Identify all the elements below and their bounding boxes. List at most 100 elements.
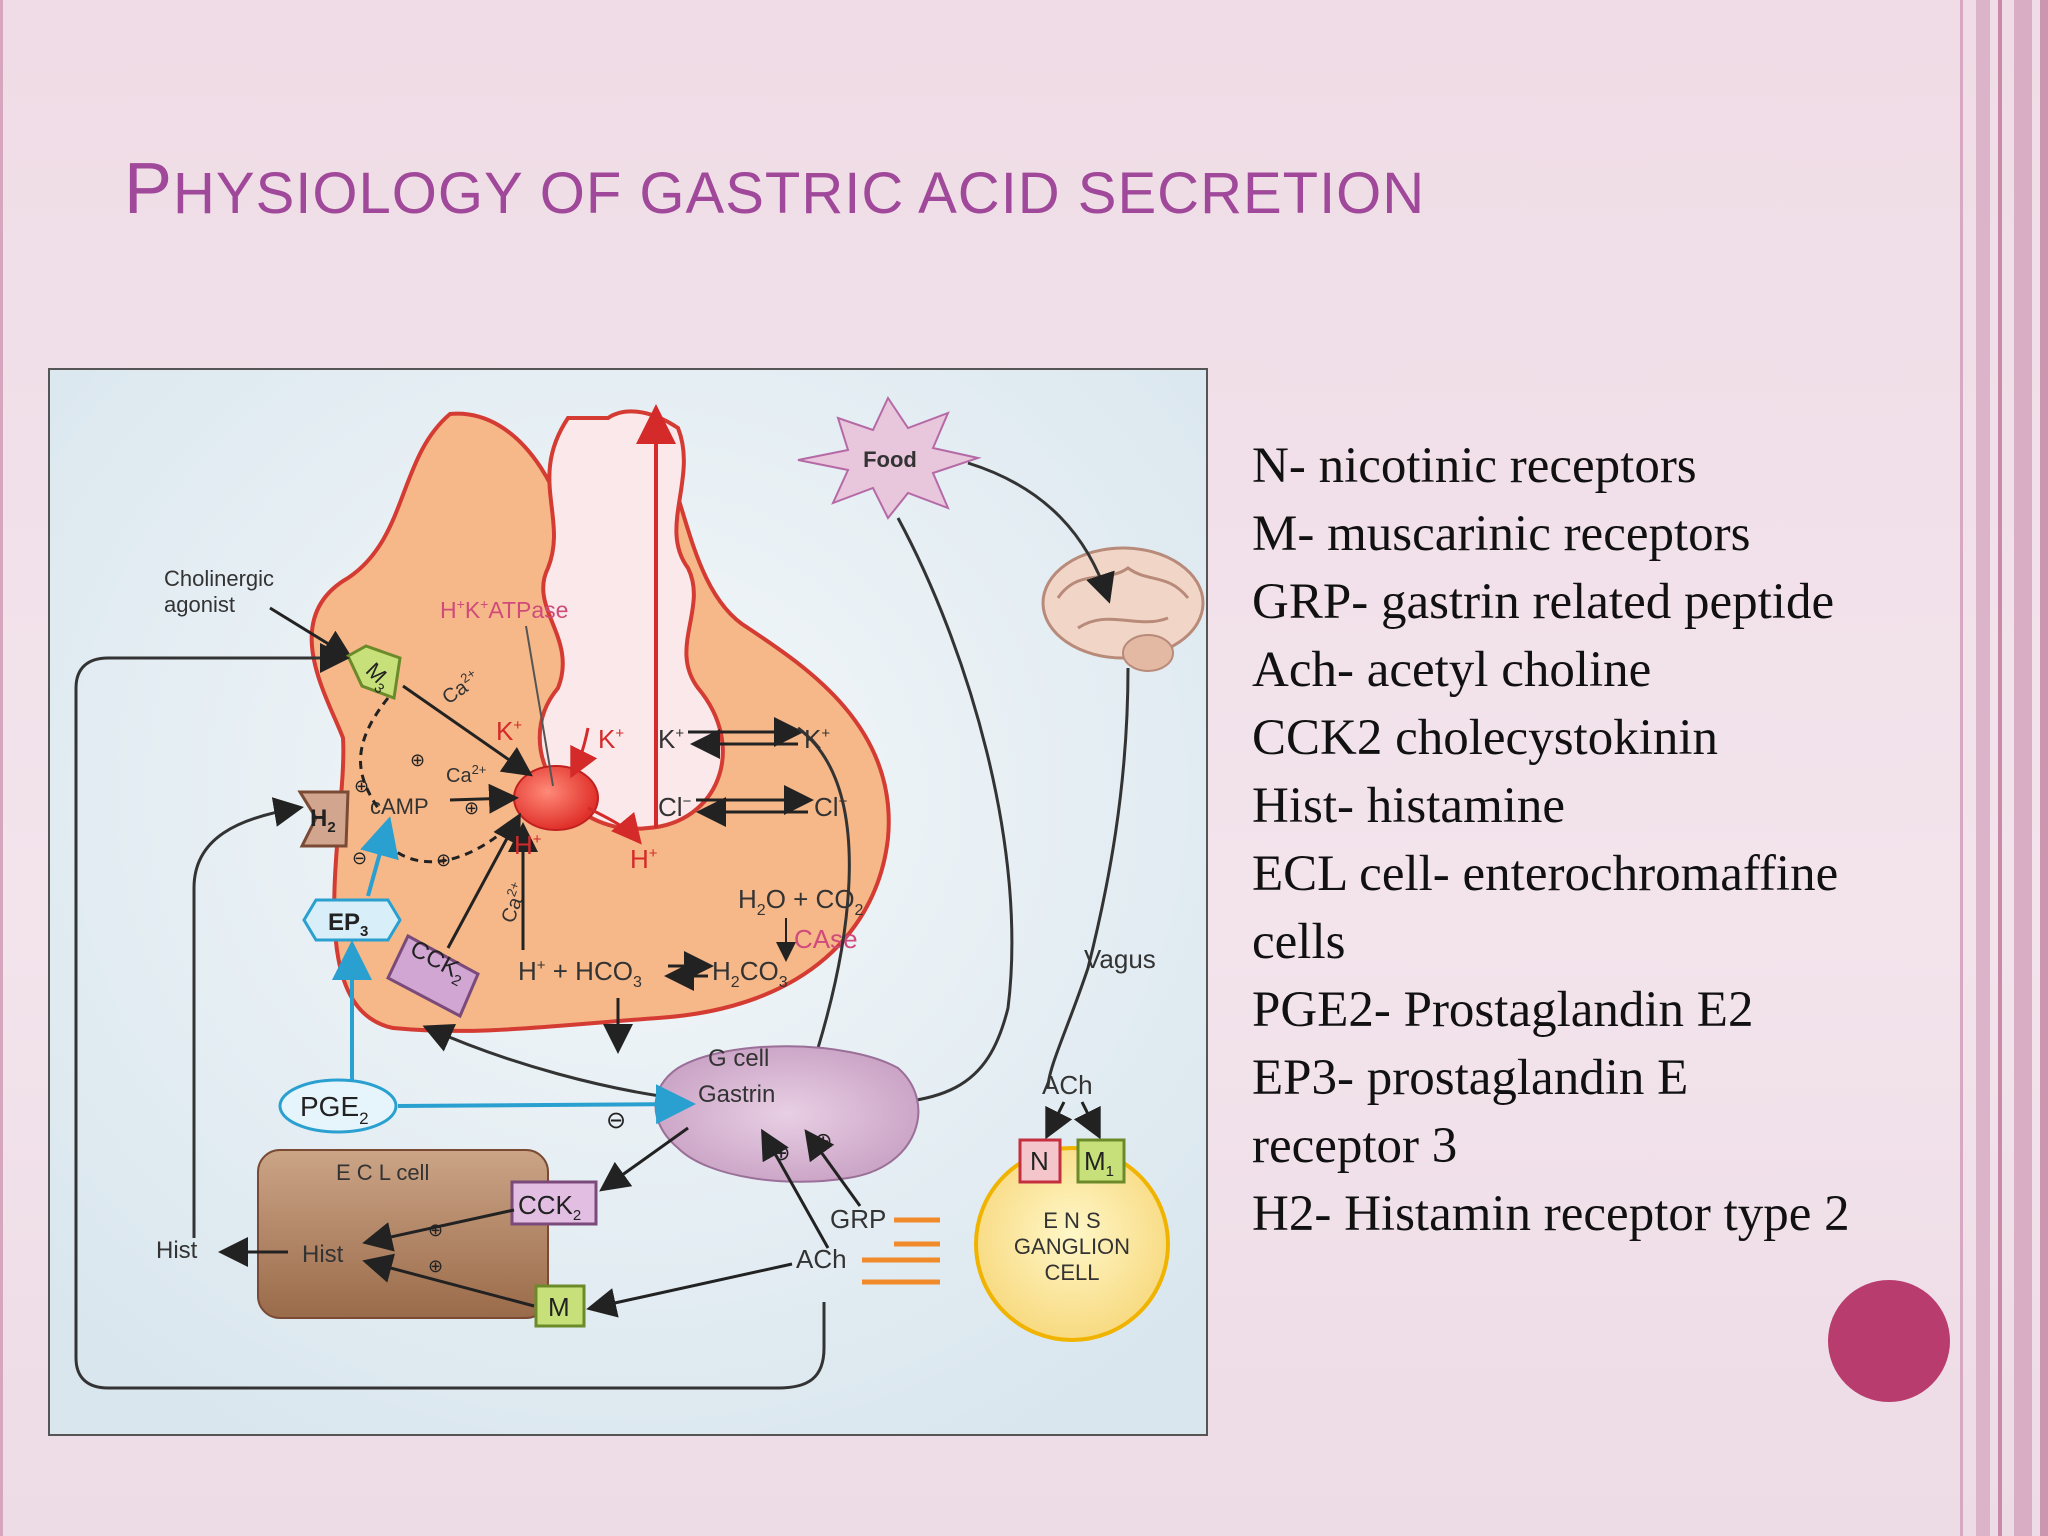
ens-grp-link [894,1217,940,1247]
gastrin-to-cck2 [422,1024,661,1098]
legend-item: PGE2- Prostaglandin E2 [1252,982,1754,1038]
arrow-cck2-pump [446,812,521,949]
m-receptor [534,1284,586,1328]
food-star [797,395,982,520]
ecl-cell-label: E C L cell [336,1160,429,1185]
ep3-receptor [302,898,402,942]
ens-label-1: E N S [1043,1208,1100,1233]
vagus-label: Vagus [1084,944,1156,974]
h2-label: H2 [310,805,336,836]
arrow-camp-pump [449,783,519,814]
legend-item: H2- Histamin receptor type 2 [1252,1186,1850,1242]
arrow-ep3-h2 [360,816,399,897]
minus-sign: ⊖ [606,1107,626,1134]
m1-label: M1 [1084,1146,1114,1180]
atpase-pointer [525,625,554,787]
food-label: Food [863,447,917,472]
frame-line [1960,0,1963,1536]
arrow-ach-m1 [1073,1101,1101,1140]
accent-circle [1828,1280,1950,1402]
frame-line [2014,0,2032,1536]
arrow-m-hist [362,1253,535,1308]
ecl-cck2-label: CCK2 [518,1190,581,1224]
case-label: CAse [794,924,858,954]
h-ion: H+ [630,844,658,874]
plus-sign: ⊕ [354,776,369,796]
minus-sign: ⊖ [352,848,367,868]
arrow-pge2-gastrin [397,1084,696,1125]
atpase-label: H+K+ATPase [440,596,568,623]
gastrin-label: Gastrin [698,1081,775,1108]
plus-sign: ⊕ [410,750,425,770]
legend-item: receptor 3 [1252,1118,1458,1174]
brain-icon [1041,546,1205,672]
frame-line [1976,0,1990,1536]
plus-sign: ⊕ [436,850,451,870]
bicarbonate-eq-left: H+ + HCO3 [518,956,642,991]
n-receptor [1018,1138,1062,1184]
ach-top-label: ACh [1042,1070,1093,1100]
cholinergic-label-1: Cholinergic [164,566,274,591]
arrow-cck2-hist [362,1208,515,1252]
cholinergic-label-2: agonist [164,592,235,617]
legend-item: Ach- acetyl choline [1252,642,1652,698]
hist-outer-label: Hist [156,1237,198,1264]
ecl-cck2-receptor [510,1180,598,1226]
arrow-k-pump [570,727,598,779]
pge2-label: PGE2 [300,1091,369,1128]
arrow-grp-gastrin [804,1129,862,1207]
frame-line [2040,0,2048,1536]
legend-item: ECL cell- enterochromaffine [1252,846,1839,902]
legend-item: N- nicotinic receptors [1252,438,1697,494]
plus-sign: ⊕ [428,1220,443,1240]
gastric-acid-diagram: Food Cholinergic agonist H+K+ATPase M3 H… [48,368,1208,1436]
vagus-nerve [1046,667,1130,1089]
abbreviation-legend: N- nicotinic receptors M- muscarinic rec… [1252,432,1952,1248]
proton-pump [513,765,599,831]
ach-low-label: ACh [796,1244,847,1274]
legend-item: GRP- gastrin related peptide [1252,574,1835,630]
feedback-loop-hist [192,797,304,1238]
arrow-gastrin-cck2 [599,1126,689,1192]
n-label: N [1030,1146,1049,1176]
m-label: M [548,1292,570,1322]
legend-item: Hist- histamine [1252,778,1566,834]
legend-item: M- muscarinic receptors [1252,506,1751,562]
food-to-gastrin [822,517,1014,1120]
legend-item: CCK2 cholecystokinin [1252,710,1719,766]
arrow-pump-lumen [587,806,642,845]
arrow-ach-n [1045,1101,1073,1140]
g-cell-label: G cell [708,1045,769,1072]
dashed-path [359,697,390,809]
k-ion: K+ [658,724,684,754]
arrow-ach-m [586,1262,793,1318]
m3-receptor [346,644,402,701]
arrow-ach-gastrin [761,1128,830,1249]
ca-label-2: Ca2+ [446,762,486,787]
slide-title: PHYSIOLOGY OF GASTRIC ACID SECRETION [124,149,1426,229]
ens-label-2: GANGLION [1014,1234,1130,1259]
arrow-m3-pump [402,684,533,777]
bicarbonate-eq-right: H2CO3 [712,956,788,991]
plus-sign: ⊕ [814,1128,832,1153]
ens-ach-link [862,1257,940,1285]
ens-label-3: CELL [1044,1260,1099,1285]
h2-receptor [297,790,350,848]
frame-line [0,0,3,1536]
hist-inner-label: Hist [302,1241,344,1268]
plus-sign: ⊕ [428,1256,443,1276]
h-ion: H+ [514,830,542,860]
ep3-label: EP3 [328,909,368,940]
food-to-brain [967,461,1115,604]
canaliculus [537,409,725,831]
legend-item: cells [1252,914,1346,970]
frame-line [1998,0,2002,1536]
g-cell [654,1045,920,1183]
pge2-bubble [278,1078,398,1134]
feedback-loop-outer [74,643,826,1390]
m1-receptor [1076,1138,1126,1184]
k-ion: K+ [598,724,624,754]
camp-label: cAMP [370,794,429,819]
ens-ganglion-cell [974,1146,1170,1342]
plus-sign: ⊕ [464,798,479,818]
